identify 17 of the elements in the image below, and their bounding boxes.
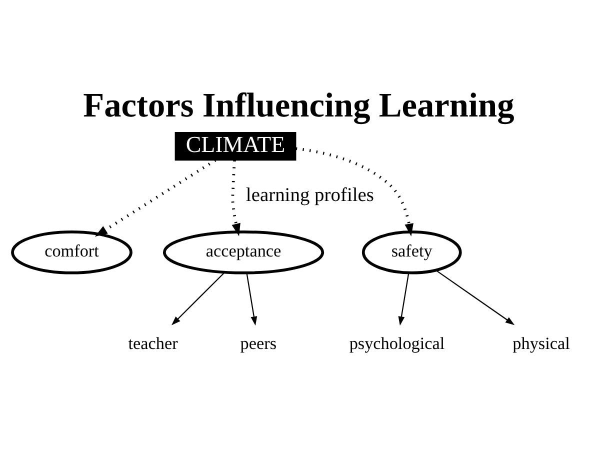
arrow xyxy=(172,271,226,325)
node-ellipse: comfort xyxy=(11,230,132,274)
node-text: physical xyxy=(512,333,570,352)
arrow xyxy=(398,272,410,326)
node-text: teacher xyxy=(128,333,178,352)
arrow xyxy=(435,269,515,325)
node-ellipse: acceptance xyxy=(162,230,324,274)
arrow xyxy=(94,158,216,236)
node-text: psychological xyxy=(349,333,445,352)
arrow xyxy=(246,272,258,326)
node-box: CLIMATE xyxy=(174,131,296,160)
edge-label: learning profiles xyxy=(246,184,374,206)
arrow xyxy=(231,160,240,236)
node-ellipse: safety xyxy=(362,230,462,274)
arrow xyxy=(296,146,414,236)
node-text: peers xyxy=(240,333,277,352)
diagram-title: Factors Influencing Learning xyxy=(83,86,514,124)
